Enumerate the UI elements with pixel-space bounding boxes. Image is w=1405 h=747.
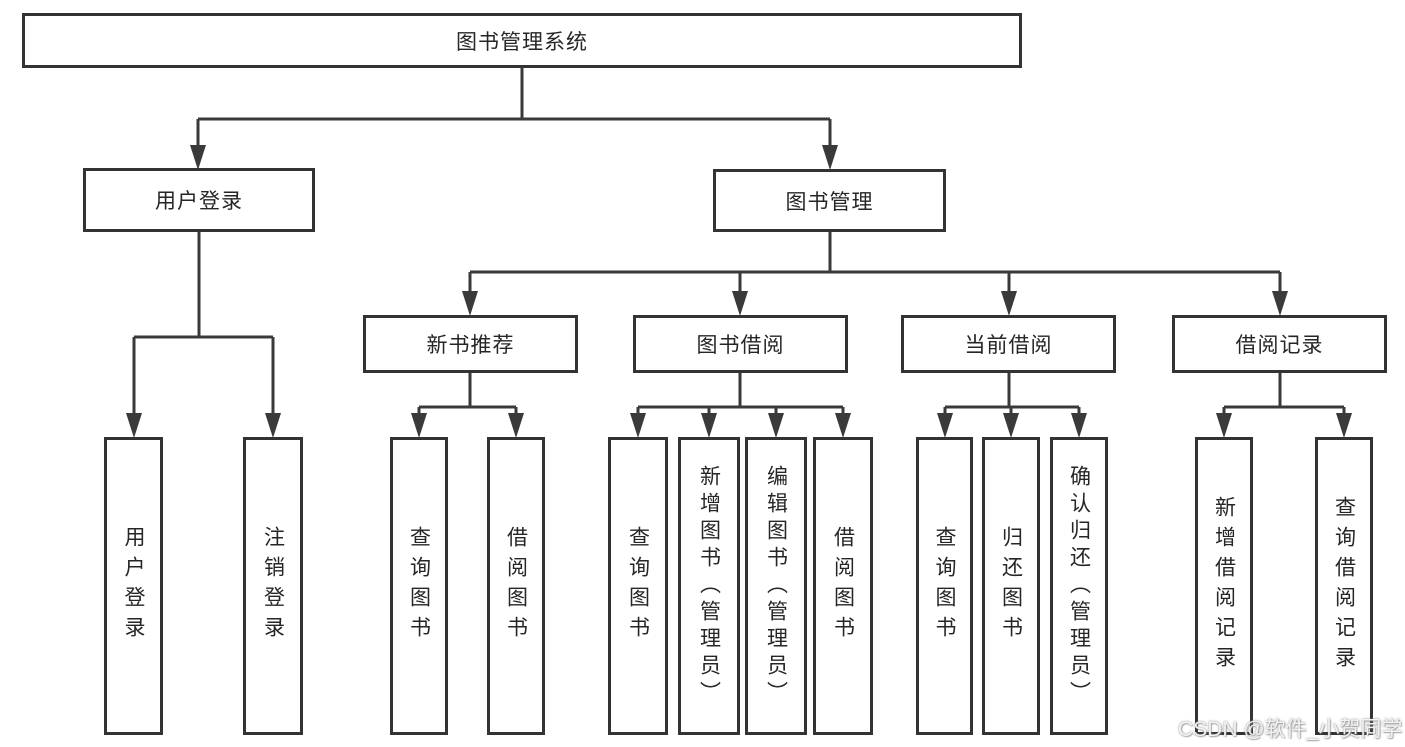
leaf-label: 查询借阅记录 [1332,496,1356,676]
leaf-add-borrow-record: 新增借阅记录 [1195,437,1253,735]
leaf-borrow-books-recommend: 借阅图书 [487,437,545,735]
csdn-watermark: CSDN @软件_小贺同学 [1178,718,1403,741]
leaf-label: 归还图书 [999,526,1023,646]
leaf-return-book: 归还图书 [982,437,1040,735]
connector-borrowrecords-to-leaves [1222,373,1346,413]
leaf-label: 注销登录 [261,526,285,646]
connector-root-to-level2 [196,68,832,145]
leaf-label: 查询图书 [933,526,956,646]
node-label: 借阅记录 [1235,334,1324,357]
leaf-query-books-borrow: 查询图书 [608,437,668,735]
connector-newbookrec-to-leaves [417,373,518,413]
connector-currentborrow-to-leaves [943,373,1081,413]
leaf-label: 借阅图书 [831,526,855,646]
leaf-label: 新增借阅记录 [1212,496,1236,676]
leaf-borrow-book: 借阅图书 [813,437,873,735]
leaf-label: 查询图书 [626,526,650,646]
node-label: 图书管理 [785,190,874,214]
leaf-label: 编辑图书（管理员） [764,464,788,708]
leaf-query-books-recommend: 查询图书 [390,437,448,735]
node-book-management: 图书管理 [713,169,946,232]
node-label: 图书借阅 [696,334,785,357]
connector-bookborrow-to-leaves [636,373,845,413]
node-new-book-recommend: 新书推荐 [363,315,578,373]
node-label: 新书推荐 [426,334,515,357]
leaf-label: 新增图书（管理员） [697,464,721,708]
leaf-edit-book-admin: 编辑图书（管理员） [745,437,807,735]
node-label: 当前借阅 [964,334,1053,357]
leaf-query-books-current: 查询图书 [916,437,973,735]
node-book-borrow: 图书借阅 [633,315,848,373]
leaf-logout: 注销登录 [243,437,303,735]
leaf-add-book-admin: 新增图书（管理员） [678,437,740,735]
leaf-confirm-return-admin: 确认归还（管理员） [1050,437,1108,735]
connector-bookmgmt-to-level3 [468,232,1282,291]
leaf-label: 借阅图书 [504,526,528,646]
leaf-query-borrow-record: 查询借阅记录 [1315,437,1373,735]
leaf-label: 用户登录 [122,526,145,646]
leaf-label: 查询图书 [407,526,431,646]
node-user-login: 用户登录 [83,168,315,232]
leaf-user-login: 用户登录 [104,437,163,735]
node-label: 图书管理系统 [456,30,588,54]
node-label: 用户登录 [155,190,243,213]
node-library-system: 图书管理系统 [22,13,1022,68]
arrowheads [126,145,1352,438]
leaf-label: 确认归还（管理员） [1067,464,1091,708]
connector-userlogin-to-leaves [132,232,275,413]
node-borrow-records: 借阅记录 [1172,315,1387,373]
node-current-borrow: 当前借阅 [901,315,1116,373]
